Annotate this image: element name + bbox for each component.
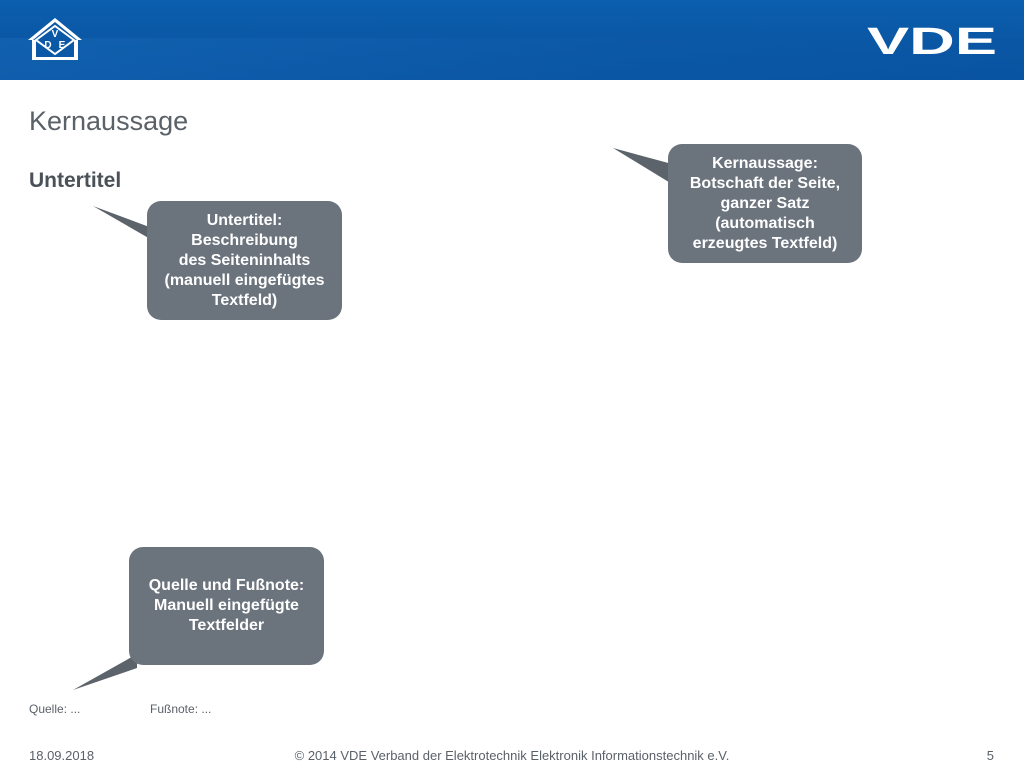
- logo-letter-v: V: [52, 29, 59, 40]
- footer-copyright: © 2014 VDE Verband der Elektrotechnik El…: [294, 748, 730, 763]
- header-bar: V D E VDE: [0, 0, 1024, 80]
- footnote-text: Fußnote: ...: [150, 702, 212, 716]
- vde-wordmark-logo: VDE: [867, 24, 997, 56]
- source-explanation-callout: Quelle und Fußnote: Manuell eingefügte T…: [129, 547, 324, 665]
- footer-date: 18.09.2018: [29, 748, 95, 763]
- source-text: Quelle: ...: [29, 702, 81, 716]
- vde-seal-logo-icon: V D E: [28, 18, 82, 60]
- logo-letter-e: E: [59, 40, 66, 51]
- logo-letter-d: D: [44, 40, 51, 51]
- source-callout-tail: [73, 654, 137, 690]
- subtitle-explanation-callout: Untertitel: Beschreibung des Seiteninhal…: [147, 201, 342, 320]
- page-subtitle: Untertitel: [29, 169, 122, 192]
- subtitle-callout-tail: [93, 206, 152, 240]
- page-title: Kernaussage: [29, 106, 189, 136]
- logo-wordmark-text: VDE: [867, 24, 997, 56]
- header-band: [0, 38, 1024, 80]
- title-explanation-callout: Kernaussage: Botschaft der Seite, ganzer…: [668, 144, 862, 263]
- page-number: 5: [986, 748, 994, 763]
- title-callout-tail: [613, 148, 672, 184]
